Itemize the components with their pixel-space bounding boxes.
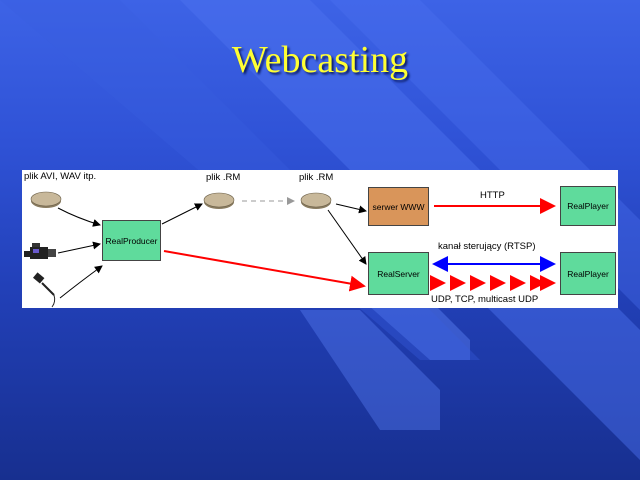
realproducer-box: RealProducer <box>102 220 161 261</box>
realserver-label: RealServer <box>377 268 420 279</box>
realplayer-bottom-label: RealPlayer <box>567 268 609 279</box>
rm-file-label: plik .RM <box>299 172 334 183</box>
realserver-box: RealServer <box>368 252 429 295</box>
web-server-box: serwer WWW <box>368 187 429 226</box>
realplayer-top-label: RealPlayer <box>567 201 609 211</box>
realplayer-top-box: RealPlayer <box>560 186 616 226</box>
slide-title: Webcasting <box>231 39 409 81</box>
rm-file-label: plik .RM <box>206 172 241 183</box>
realproducer-label: RealProducer <box>105 235 158 246</box>
source-files-label: plik AVI, WAV itp. <box>24 171 97 182</box>
rtsp-label: kanał sterujący (RTSP) <box>438 241 536 252</box>
web-server-label: serwer WWW <box>372 201 425 212</box>
diagram-connections <box>24 191 556 308</box>
realplayer-bottom-box: RealPlayer <box>560 252 616 295</box>
udp-label: UDP, TCP, multicast UDP <box>431 294 539 305</box>
microphone-icon <box>33 272 56 308</box>
video-camera-icon <box>24 243 56 259</box>
http-label: HTTP <box>480 190 505 201</box>
disk-icon <box>30 191 62 208</box>
webcasting-diagram: plik AVI, WAV itp. plik .RM plik .RM Rea… <box>22 170 618 308</box>
disk-icon <box>203 192 235 209</box>
disk-icon <box>300 192 332 209</box>
